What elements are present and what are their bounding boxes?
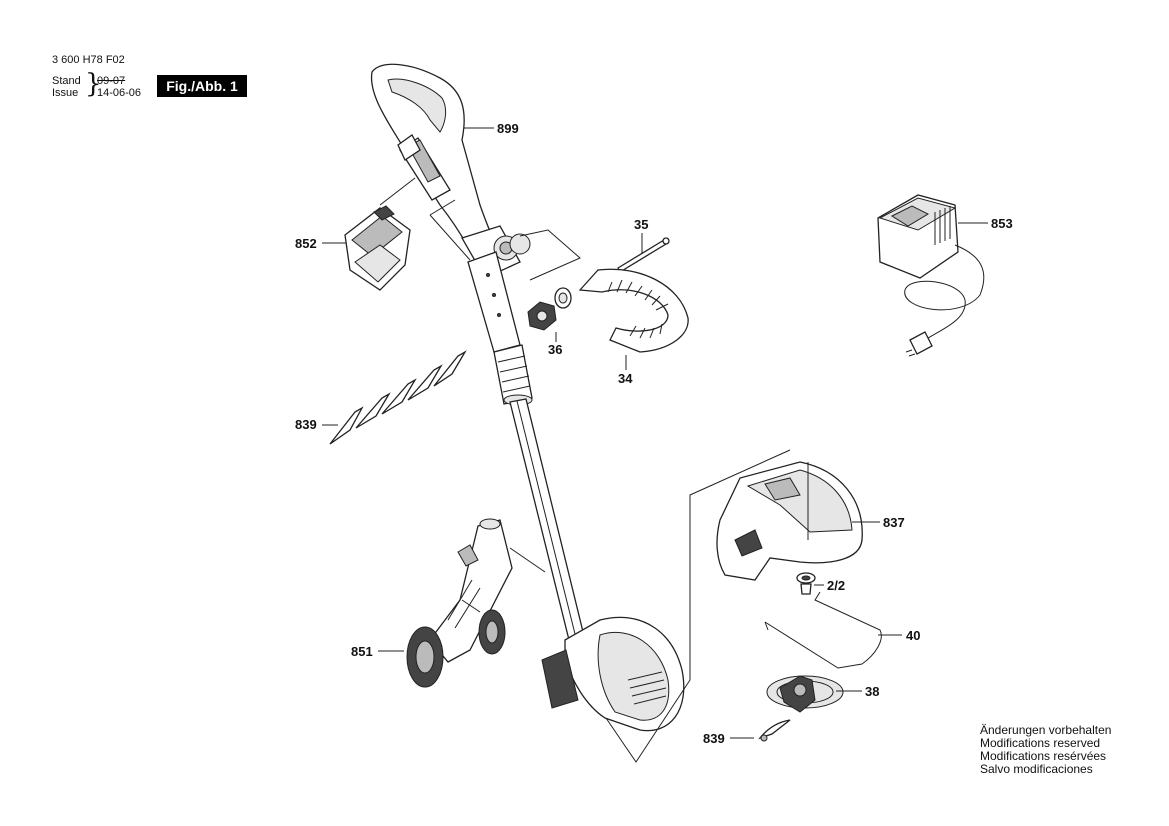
- blade-set-drawing: [329, 350, 467, 445]
- stand-label: Stand: [52, 75, 81, 87]
- wheel-assembly-drawing: [406, 518, 546, 688]
- note-fr: Modifications resérvées: [980, 749, 1107, 763]
- part-label-899: 899: [497, 121, 519, 136]
- brace-glyph: }: [85, 69, 102, 99]
- part-label-851: 851: [351, 644, 373, 659]
- part-label-839-top: 839: [295, 417, 317, 432]
- part-label-852: 852: [295, 236, 317, 251]
- part-label-34: 34: [618, 371, 633, 386]
- note-es: Salvo modificaciones: [980, 762, 1093, 776]
- charger-drawing: [877, 194, 985, 357]
- cutter-disc-drawing: [766, 675, 844, 713]
- washer-drawing: [796, 572, 816, 595]
- main-handle-drawing: [370, 63, 586, 645]
- note-en: Modifications reserved: [980, 736, 1101, 750]
- document-number: 3 600 H78 F02: [52, 54, 125, 66]
- wire-guide-drawing: [764, 591, 882, 669]
- part-label-839-bottom: 839: [703, 731, 725, 746]
- part-label-38: 38: [865, 684, 879, 699]
- auxiliary-handle-drawing: [578, 268, 689, 353]
- screw-drawing: [617, 237, 670, 273]
- battery-pack-drawing: [344, 177, 416, 291]
- guard-drawing: [716, 461, 863, 581]
- issue-label: Issue: [52, 87, 79, 99]
- part-label-2-2: 2/2: [827, 578, 845, 593]
- motor-housing-drawing: [541, 449, 791, 763]
- spare-blade-drawing: [758, 719, 791, 742]
- part-label-36: 36: [548, 342, 562, 357]
- issue-value: 14-06-06: [97, 87, 142, 99]
- stand-value: 09-07: [97, 75, 126, 87]
- figure-label: Fig./Abb. 1: [157, 75, 247, 97]
- part-label-837: 837: [883, 515, 905, 530]
- part-label-35: 35: [634, 217, 648, 232]
- part-label-40: 40: [906, 628, 920, 643]
- part-label-853: 853: [991, 216, 1013, 231]
- leader-lines: [322, 127, 988, 739]
- knob-drawing: [527, 287, 572, 331]
- note-de: Änderungen vorbehalten: [980, 723, 1112, 737]
